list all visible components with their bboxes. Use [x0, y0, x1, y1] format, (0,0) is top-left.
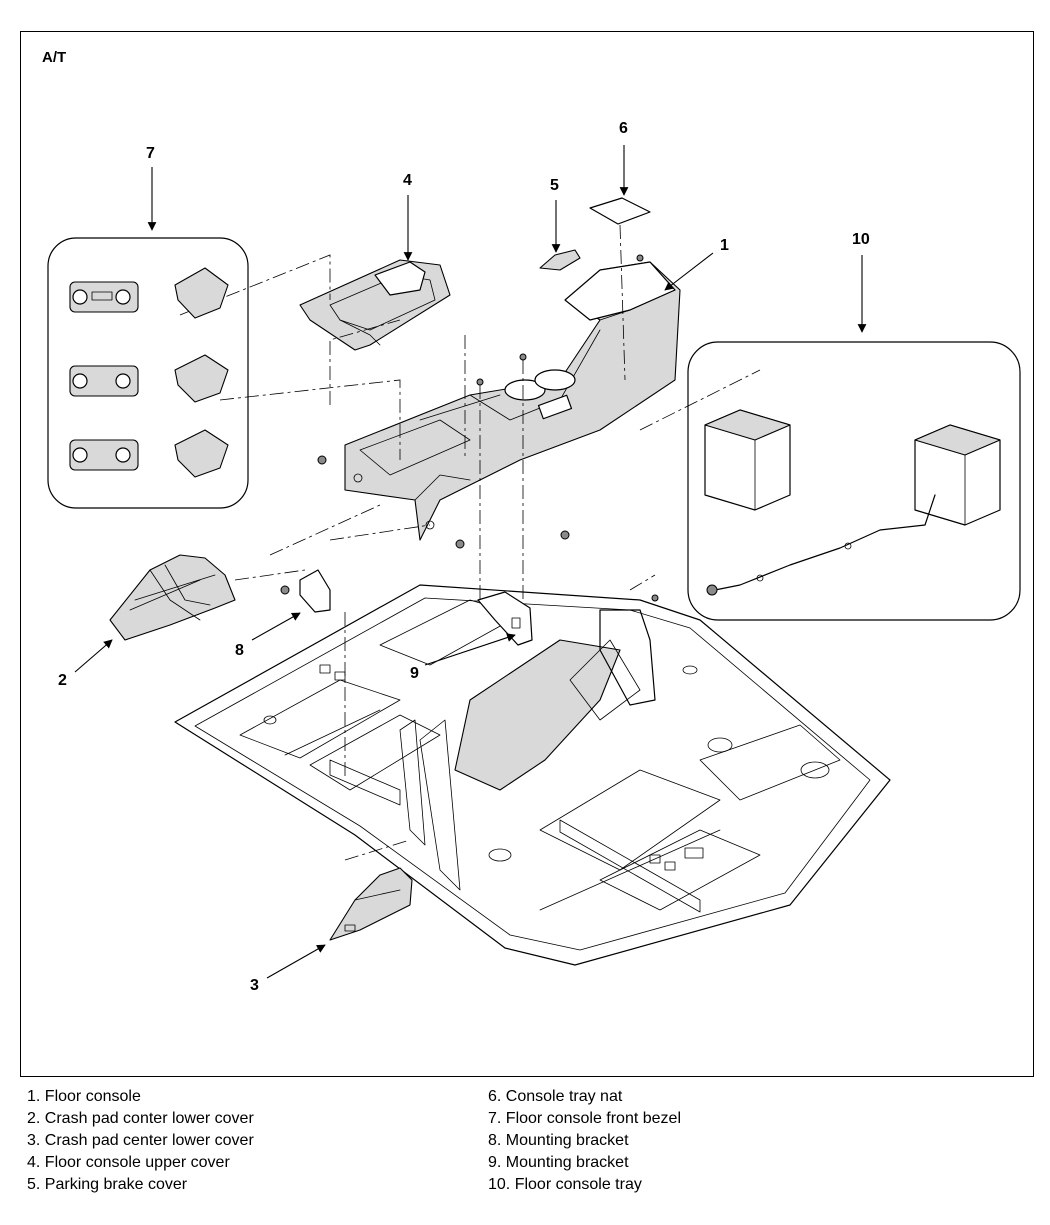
- crash-pad-center-lower-cover-illustration: [329, 867, 413, 941]
- legend-item-5: 5. Parking brake cover: [27, 1176, 188, 1193]
- callout-3: 3: [250, 977, 259, 994]
- leader-lines: [179, 224, 761, 861]
- callout-arrows: [74, 145, 867, 979]
- legend-item-3: 3. Crash pad center lower cover: [27, 1132, 254, 1149]
- legend-right-column: 6. Console tray nat 7. Floor console fro…: [488, 1086, 681, 1196]
- floor-console-tray-group: [687, 341, 1021, 621]
- callout-1: 1: [720, 237, 729, 254]
- console-tray-mat-illustration: [589, 197, 651, 225]
- callout-10: 10: [852, 231, 870, 248]
- floor-pan-illustration: [174, 584, 891, 966]
- parking-brake-cover-illustration: [539, 249, 581, 271]
- floor-console-upper-cover-illustration: [299, 259, 451, 351]
- callout-9: 9: [410, 665, 419, 682]
- mounting-bracket-9-illustration: [477, 591, 533, 646]
- callout-8: 8: [235, 642, 244, 659]
- legend-item-8: 8. Mounting bracket: [488, 1132, 629, 1149]
- legend-item-1: 1. Floor console: [27, 1088, 141, 1105]
- diagram-frame: [20, 31, 1034, 1077]
- callout-2: 2: [58, 672, 67, 689]
- legend-item-9: 9. Mounting bracket: [488, 1154, 629, 1171]
- floor-console-illustration: [344, 261, 681, 541]
- legend-item-6: 6. Console tray nat: [488, 1088, 623, 1105]
- callout-4: 4: [403, 172, 412, 189]
- legend-item-2: 2. Crash pad conter lower cover: [27, 1110, 254, 1127]
- callout-7: 7: [146, 145, 155, 162]
- floor-console-front-bezel-group: [47, 237, 249, 509]
- legend-item-7: 7. Floor console front bezel: [488, 1110, 681, 1127]
- diagram-title: A/T: [42, 49, 66, 66]
- screws: [317, 254, 659, 602]
- legend-item-4: 4. Floor console upper cover: [27, 1154, 230, 1171]
- mounting-bracket-8-illustration: [280, 569, 331, 613]
- callout-5: 5: [550, 177, 559, 194]
- crash-pad-conter-lower-cover-illustration: [109, 554, 236, 641]
- legend-item-10: 10. Floor console tray: [488, 1176, 642, 1193]
- callout-6: 6: [619, 120, 628, 137]
- legend-left-column: 1. Floor console 2. Crash pad conter low…: [27, 1086, 254, 1196]
